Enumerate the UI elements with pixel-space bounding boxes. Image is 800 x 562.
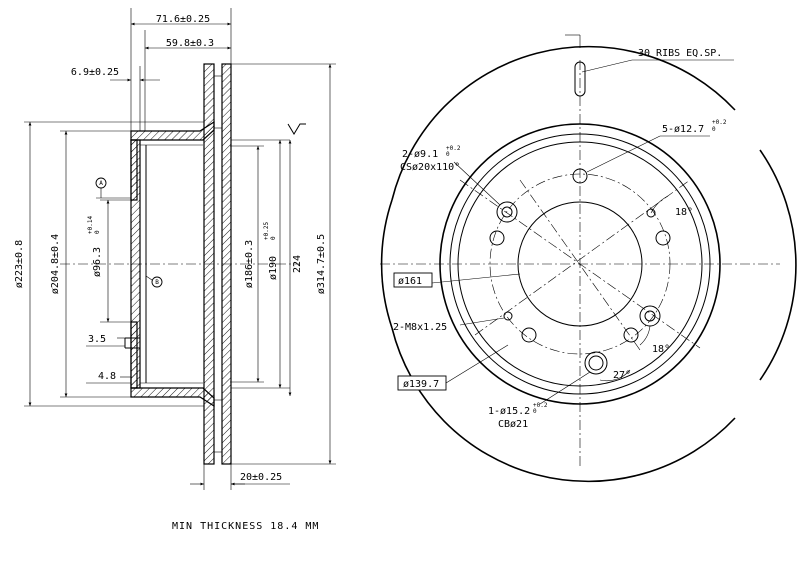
cb-hole-inner xyxy=(588,355,604,371)
center-bore-tol-upper: +0.14 xyxy=(87,216,94,234)
holes-a-line1: 2-ø9.1 xyxy=(402,149,438,160)
hat-bottom-wall-section xyxy=(130,387,215,408)
pcd-label: ø139.7 xyxy=(403,379,439,390)
rib-slot xyxy=(574,61,586,97)
flange-offset-dim: 6.9±0.25 xyxy=(71,67,119,78)
surface-finish-symbol xyxy=(287,123,306,135)
inner-hat-dia-dim: ø204.8±0.4 xyxy=(50,234,61,294)
stud-hole-2 xyxy=(655,230,671,246)
disc-outer-edge-top xyxy=(391,45,736,201)
stud-hole-5 xyxy=(489,230,505,246)
datum-bubble-b xyxy=(151,276,163,288)
stud-tol-upper: +0.2 xyxy=(712,119,727,126)
stud-hole-4 xyxy=(521,327,537,343)
cs-hole-inner-2 xyxy=(644,310,656,322)
hat-depth-dim: 59.8±0.3 xyxy=(166,38,214,49)
min-thickness-note: MIN THICKNESS 18.4 MM xyxy=(172,521,319,532)
holes-b-line1: 1-ø15.2 xyxy=(488,406,530,417)
stud-holes-label: 5-ø12.7 xyxy=(662,124,704,135)
disc-outer-edge-bottom xyxy=(391,327,736,483)
holes-a-tol-lower: 0 xyxy=(446,151,450,158)
pilot-dia-dim: ø190 xyxy=(268,256,279,280)
step-large-dim: 4.8 xyxy=(98,371,116,382)
bore-label: ø161 xyxy=(398,276,422,287)
cs-hole-outer-1 xyxy=(496,201,518,223)
vent-dia-dim: 224 xyxy=(292,255,303,273)
bore-step-upper xyxy=(130,139,138,201)
thread-hole-2 xyxy=(503,311,513,321)
cb-hole-outer xyxy=(584,351,608,375)
holes-b-tol-upper: +0.2 xyxy=(533,402,548,409)
holes-a-tol-upper: +0.2 xyxy=(446,145,461,152)
stud-tol-lower: 0 xyxy=(712,126,716,133)
side-section-view: 71.6±0.25 59.8±0.3 6.9±0.25 ø223±0.8 ø20… xyxy=(14,8,336,490)
hat-top-wall-section xyxy=(130,120,215,141)
outer-hat-dia-dim: ø223±0.8 xyxy=(14,240,25,288)
disc-outer-edge-right xyxy=(759,149,797,381)
angle-18-top: 18° xyxy=(675,207,693,218)
center-bore-tol-lower: 0 xyxy=(94,230,101,234)
pilot-tol-lower: 0 xyxy=(270,236,277,240)
stud-hole-3 xyxy=(623,327,639,343)
pilot-tol-upper: +0.25 xyxy=(263,222,270,240)
cs-hole-outer-2 xyxy=(639,305,661,327)
overall-width-dim: 71.6±0.25 xyxy=(156,14,210,25)
holes-b-line2: CBø21 xyxy=(498,419,528,430)
holes-b-tol-lower: 0 xyxy=(533,408,537,415)
datum-a-label: A xyxy=(99,180,103,187)
hub-face-dia-dim: ø186±0.3 xyxy=(244,240,255,288)
ribs-label: 30 RIBS EQ.SP. xyxy=(638,48,722,59)
thread-hole-1 xyxy=(646,208,656,218)
holes-a-line2: CSø20x110° xyxy=(400,162,460,173)
cs-hole-inner-1 xyxy=(501,206,513,218)
datum-b-label: B xyxy=(155,279,159,286)
angle-18-bottom: 18° xyxy=(652,344,670,355)
bore-step-lower xyxy=(130,321,138,389)
thread-label: 2-M8x1.25 xyxy=(393,322,447,333)
bore-label-box xyxy=(393,272,433,288)
center-bore-dim: ø96.3 xyxy=(92,247,103,277)
angle-27: 27° xyxy=(613,370,631,381)
stud-hole-1 xyxy=(572,168,588,184)
disc-thickness-dim: 20±0.25 xyxy=(240,472,282,483)
disc-dia-dim: ø314.7±0.5 xyxy=(316,234,327,294)
step-small-dim: 3.5 xyxy=(88,334,106,345)
front-view: 30 RIBS EQ.SP. 5-ø12.7 +0.2 0 2-ø9.1 +0.… xyxy=(380,34,797,483)
